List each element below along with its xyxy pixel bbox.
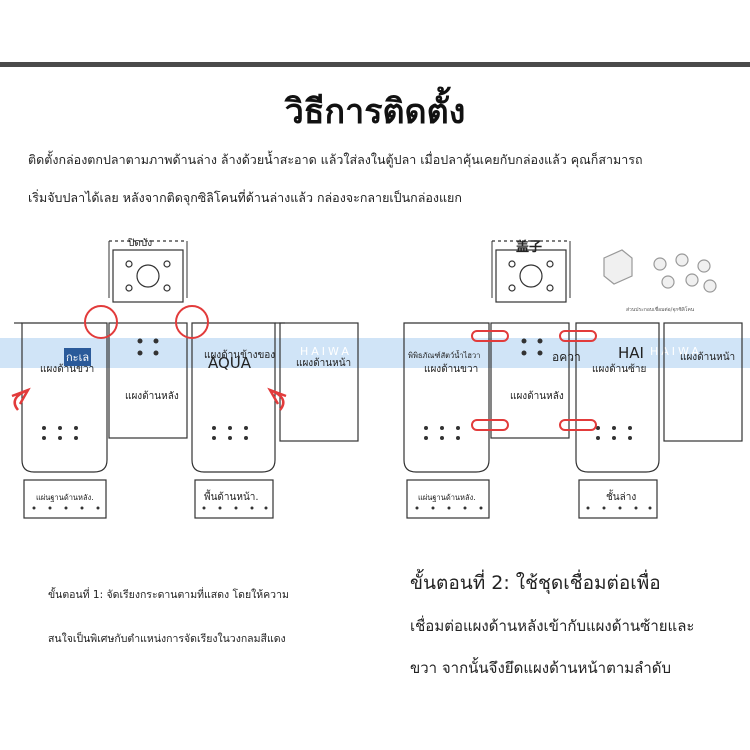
- right-hai-label: HAI: [618, 344, 644, 362]
- step1-line-1: ขั้นตอนที่ 1: จัดเรียงกระดานตามที่แสดง โ…: [48, 589, 289, 601]
- right-left-panel-label: แผงด้านซ้าย: [592, 364, 647, 375]
- left-base-front: [194, 479, 274, 519]
- right-front-panel-label: แผงด้านหน้า: [680, 352, 736, 363]
- red-fold-arrow-left: [11, 387, 31, 411]
- left-left-panel: [191, 322, 276, 473]
- watermark-text-2: HAIWA: [650, 345, 702, 358]
- left-brand-label: กะเล: [64, 348, 92, 366]
- right-left-panel: [575, 322, 660, 473]
- step2-line-3: ขวา จากนั้นจึงยึดแผงด้านหน้าตามลำดับ: [410, 659, 672, 677]
- assembly-diagram: [11, 240, 743, 519]
- right-front-panel: [663, 322, 743, 442]
- right-assembly-diagram: [403, 240, 743, 519]
- page-title: วิธีการติดตั้ง: [284, 92, 466, 132]
- left-right-panel: [21, 322, 108, 473]
- red-connector-marks: [471, 330, 597, 431]
- top-divider: [0, 62, 750, 67]
- right-base-back-label: แผ่นฐานด้านหลัง.: [418, 493, 476, 502]
- right-base-front-label: ชั้นล่าง: [606, 492, 637, 503]
- intro-line-2: เริ่มจับปลาได้เลย หลังจากติดจุกซิลิโคนที…: [28, 190, 462, 205]
- right-right-panel: [403, 322, 490, 473]
- step2-line-1: ขั้นตอนที่ 2: ใช้ชุดเชื่อมต่อเพื่อ: [410, 572, 661, 594]
- right-aqua-label: อควา: [552, 350, 581, 364]
- watermark-text-1: HAIWA: [300, 345, 352, 358]
- right-right-panel-label: แผงด้านขวา: [424, 364, 479, 375]
- left-base-back-label: แผ่นฐานด้านหลัง.: [36, 493, 94, 502]
- left-left-panel-label: แผงด้านข้างของ: [204, 350, 276, 361]
- step1-line-2: สนใจเป็นพิเศษกับตำแหน่งการจัดเรียงในวงกล…: [48, 633, 286, 645]
- step2-line-2: เชื่อมต่อแผงด้านหลังเข้ากับแผงด้านซ้ายแล…: [410, 617, 695, 635]
- left-aqua-label: AQUA: [208, 354, 252, 372]
- left-front-panel: [279, 322, 359, 442]
- right-top-cover-panel: [495, 249, 567, 303]
- left-assembly-diagram: [11, 240, 359, 519]
- red-fold-arrow-right: [267, 387, 287, 411]
- left-right-panel-label: แผงด้านขวา: [40, 364, 95, 375]
- left-back-panel-label: แผงด้านหลัง: [125, 391, 179, 402]
- left-base-back: [23, 479, 107, 519]
- left-back-panel: [108, 322, 188, 439]
- watermark-stripe: [0, 338, 750, 368]
- right-base-back: [406, 479, 490, 519]
- right-top-cover-label: 盖子: [516, 240, 543, 255]
- right-back-panel-label: แผงด้านหลัง: [510, 391, 564, 402]
- red-highlight-circle: [175, 305, 209, 339]
- left-front-panel-label: แผงด้านหน้า: [296, 358, 352, 369]
- right-back-panel: [490, 322, 570, 439]
- accessory-parts: [603, 249, 717, 293]
- left-base-front-label: พื้นด้านหน้า.: [204, 492, 259, 503]
- red-highlight-circle: [84, 305, 118, 339]
- right-aquarium-label: พิพิธภัณฑ์สัตว์น้ำไฮวา: [408, 351, 481, 360]
- accessory-caption: ส่วนประกอบเชื่อมต่อ/จุกซิลิโคน: [626, 307, 695, 313]
- intro-line-1: ติดตั้งกล่องตกปลาตามภาพด้านล่าง ล้างด้วย…: [28, 152, 643, 167]
- left-top-cover-label: ปิดบัง: [128, 238, 153, 249]
- left-top-cover-panel: [112, 249, 184, 303]
- right-base-front: [578, 479, 658, 519]
